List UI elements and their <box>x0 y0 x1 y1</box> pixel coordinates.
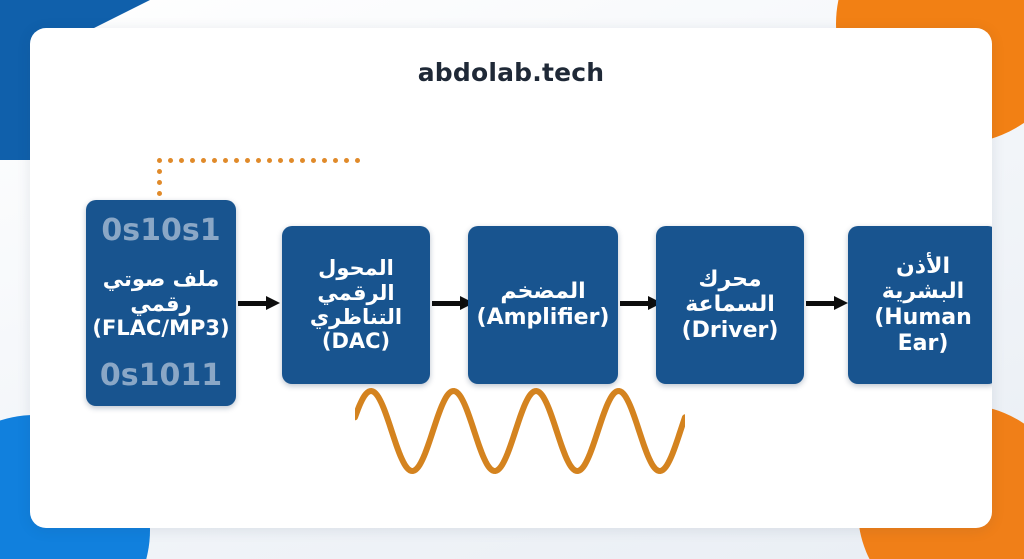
flow-node-source: 0s10s1 ملف صوتي رقمي (FLAC/MP3) 0s1011 <box>86 200 236 406</box>
label-line: Ear) <box>897 330 949 356</box>
arrow-shaft <box>806 301 836 306</box>
decoration-dot <box>234 158 239 163</box>
decoration-dot <box>256 158 261 163</box>
label-line: رقمي <box>130 291 192 316</box>
arrow-shaft <box>432 301 462 306</box>
decoration-dot <box>322 158 327 163</box>
decoration-dot <box>300 158 305 163</box>
binary-text-bottom: 0s1011 <box>99 358 223 394</box>
page-title: abdolab.tech <box>417 58 605 87</box>
decoration-dot <box>267 158 272 163</box>
decoration-dot <box>311 158 316 163</box>
analog-sine-wave-icon <box>355 388 685 474</box>
decoration-dot <box>168 158 173 163</box>
decoration-dot <box>289 158 294 163</box>
arrow-shaft <box>238 301 268 306</box>
binary-text-top: 0s10s1 <box>101 213 221 248</box>
label-line: التناظري <box>309 305 403 329</box>
label-line: محرك <box>698 266 762 292</box>
label-line: (Driver) <box>681 317 779 343</box>
signal-chain-diagram: 0s10s1 ملف صوتي رقمي (FLAC/MP3) 0s1011 ا… <box>86 200 992 410</box>
label-line: (Human <box>874 305 972 330</box>
decoration-dot <box>157 158 162 163</box>
flow-node-amplifier: المضخم (Amplifier) <box>468 226 618 384</box>
decoration-dot <box>157 169 162 174</box>
decoration-dot <box>344 158 349 163</box>
decoration-dot <box>245 158 250 163</box>
decoration-dot <box>223 158 228 163</box>
decoration-dot <box>201 158 206 163</box>
label-line: الأذن <box>896 253 950 279</box>
decoration-dot <box>157 191 162 196</box>
decoration-dot <box>333 158 338 163</box>
label-line: البشرية <box>881 279 965 305</box>
flow-node-source-label: ملف صوتي رقمي (FLAC/MP3) <box>92 267 229 341</box>
arrow-shaft <box>620 301 650 306</box>
label-line: المضخم <box>500 279 586 305</box>
label-line: (FLAC/MP3) <box>92 316 230 341</box>
flow-node-driver: محرك السماعة (Driver) <box>656 226 804 384</box>
arrow-head-icon <box>266 296 280 310</box>
decoration-dot <box>278 158 283 163</box>
decoration-dot <box>179 158 184 163</box>
decoration-dot <box>355 158 360 163</box>
label-line: ملف صوتي <box>102 266 220 291</box>
decoration-dot <box>157 180 162 185</box>
decoration-dot <box>190 158 195 163</box>
label-line: الرقمي <box>317 280 395 305</box>
label-line: (DAC) <box>321 329 391 354</box>
label-line: السماعة <box>685 292 775 318</box>
content-card: abdolab.tech 0s10s1 ملف صوتي رقمي (FLAC/… <box>30 28 992 528</box>
flow-node-dac: المحول الرقمي التناظري (DAC) <box>282 226 430 384</box>
label-line: (Amplifier) <box>476 305 610 330</box>
label-line: المحول <box>318 256 394 281</box>
flow-node-human-ear: الأذن البشرية (Human Ear) <box>848 226 992 384</box>
decoration-dot <box>212 158 217 163</box>
arrow-head-icon <box>834 296 848 310</box>
